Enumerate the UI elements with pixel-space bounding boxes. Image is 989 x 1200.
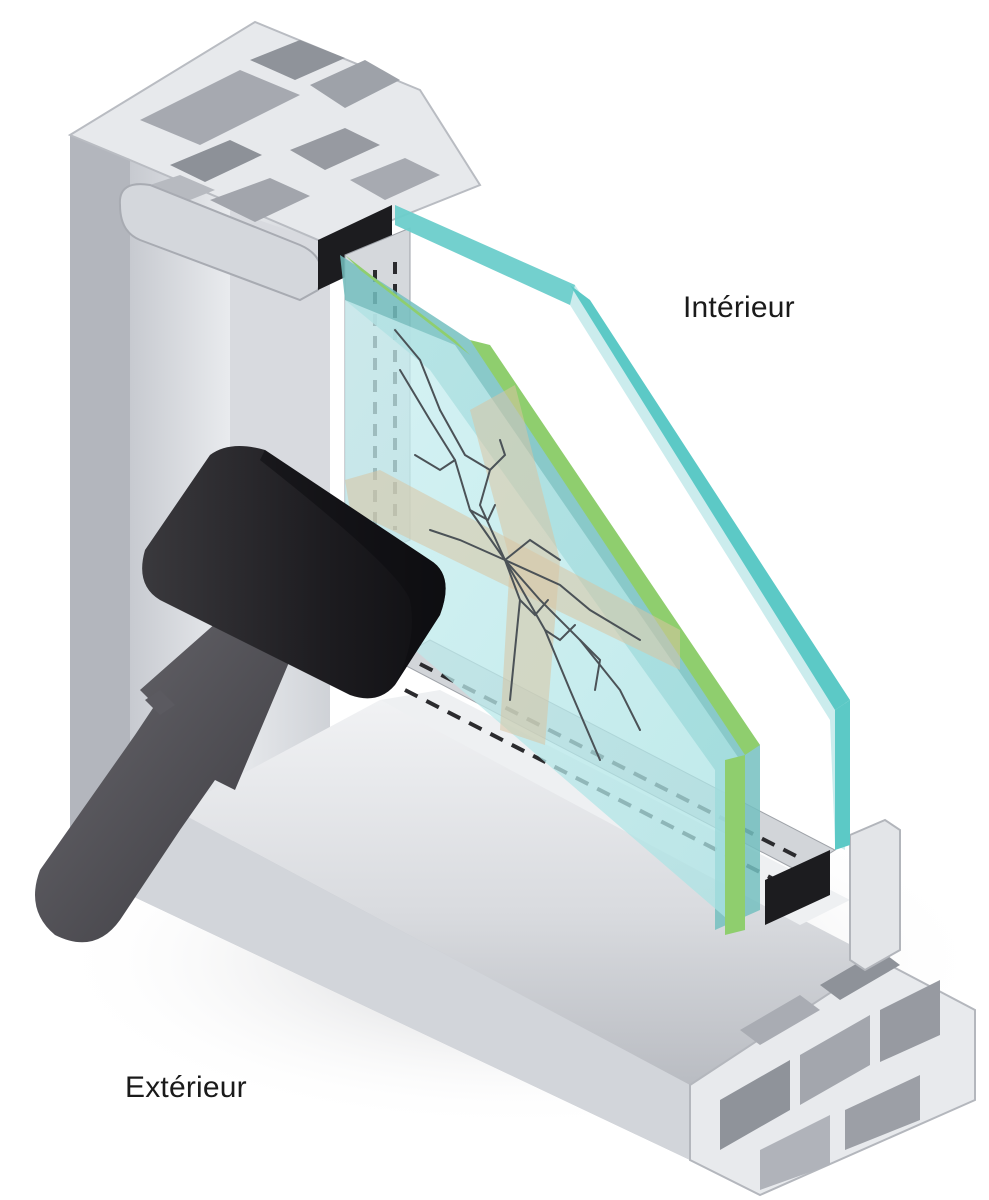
exterior-label: Extérieur xyxy=(125,1071,247,1104)
glass-crack-pattern xyxy=(394,329,641,761)
double-glazing-unit xyxy=(318,205,850,935)
hammer-illustration xyxy=(35,446,446,943)
interior-label: Intérieur xyxy=(683,291,795,324)
